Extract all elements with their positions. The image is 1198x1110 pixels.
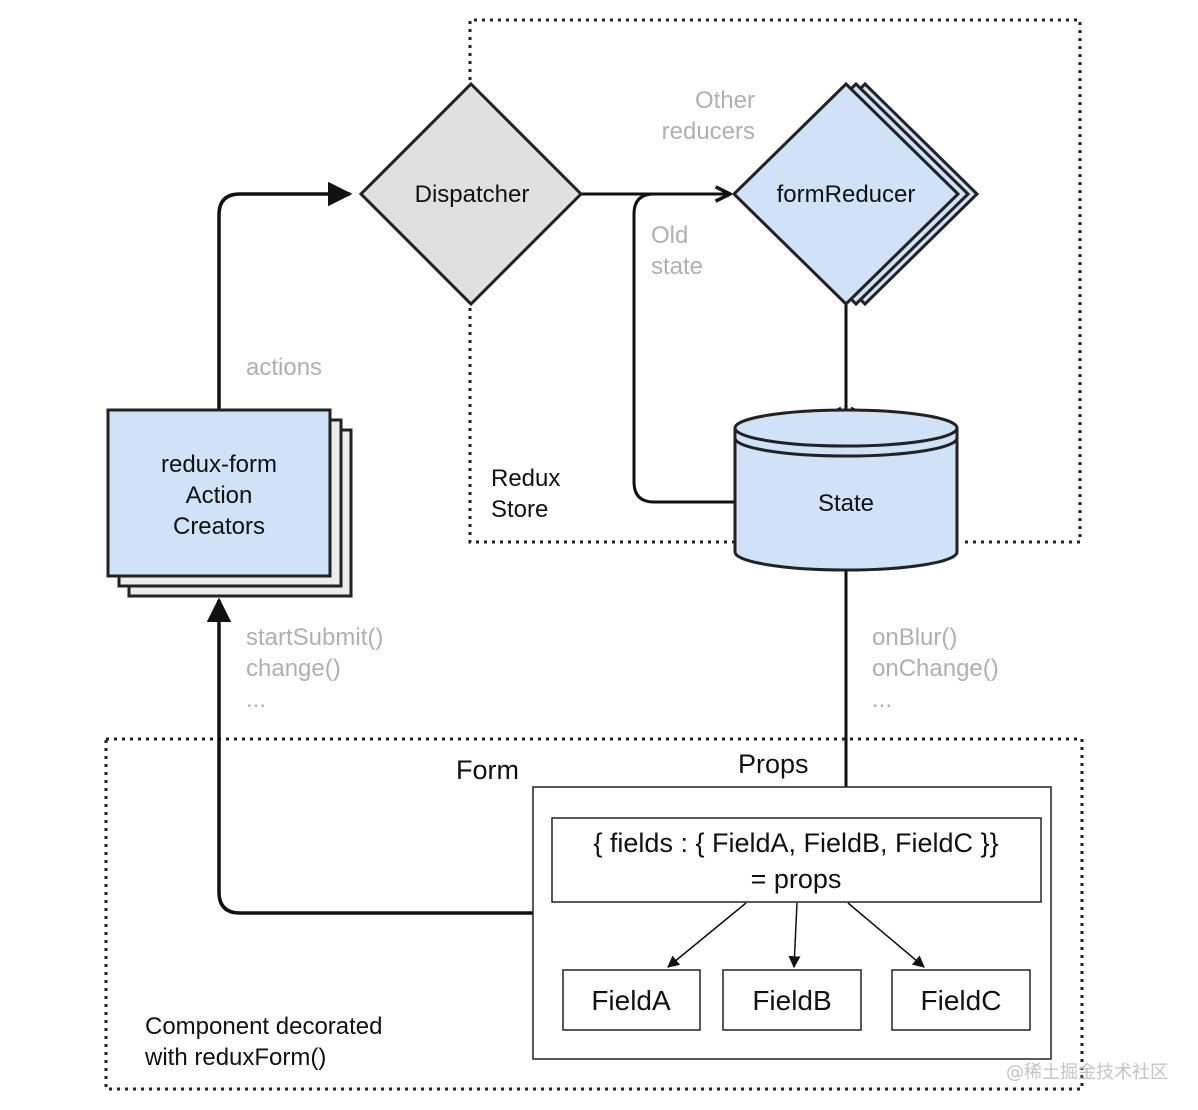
action-creators-node — [106, 408, 332, 578]
action-calls-label-1: startSubmit() — [246, 624, 383, 651]
state-node — [733, 408, 959, 572]
other-reducers-label-1: Other — [695, 87, 755, 114]
field-a-box — [562, 969, 701, 1031]
field-a-arrow — [667, 902, 747, 968]
actions-arrow — [217, 181, 353, 410]
action-creators-label-1: redux-form — [161, 451, 277, 478]
actions-label: actions — [246, 354, 322, 381]
action-creators-label-2: Action — [186, 482, 253, 509]
props-expression-box — [551, 817, 1042, 903]
form-reducer-node — [731, 81, 961, 307]
dispatcher-label: Dispatcher — [415, 181, 530, 208]
action-calls-label-3: ... — [246, 686, 266, 713]
redux-store-label-2: Store — [491, 496, 548, 523]
event-calls-label-2: onChange() — [872, 655, 999, 682]
field-c-arrow — [847, 902, 925, 968]
dispatcher-node — [358, 81, 584, 307]
field-c-box — [891, 969, 1031, 1031]
field-b-arrow — [788, 902, 801, 969]
old-state-label-1: Old — [651, 222, 688, 249]
event-calls-label-3: ... — [872, 686, 892, 713]
component-label-2: with reduxForm() — [144, 1044, 326, 1071]
redux-store-label-1: Redux — [491, 465, 560, 492]
component-label-1: Component decorated — [145, 1013, 383, 1040]
old-state-label-2: state — [651, 253, 703, 280]
form-label: Form — [456, 755, 519, 785]
other-reducers-label-2: reducers — [662, 118, 755, 145]
component-region — [104, 737, 1084, 1091]
action-calls-label-2: change() — [246, 655, 341, 682]
old-state-arrow — [632, 192, 735, 504]
props-label: Props — [738, 749, 809, 779]
action-creators-label-3: Creators — [173, 513, 265, 540]
field-c-label: FieldC — [921, 985, 1002, 1016]
event-calls-label-1: onBlur() — [872, 624, 957, 651]
redux-store-region — [468, 18, 1082, 544]
field-b-label: FieldB — [752, 985, 831, 1016]
props-expression-line-2: = props — [751, 864, 842, 894]
form-reducer-label: formReducer — [777, 181, 916, 208]
field-b-box — [722, 969, 862, 1031]
form-to-actions-arrow — [206, 597, 533, 915]
field-a-label: FieldA — [591, 985, 671, 1016]
state-label: State — [818, 490, 874, 517]
watermark: @稀土掘金技术社区 — [1006, 1062, 1168, 1083]
props-expression-line-1: { fields : { FieldA, FieldB, FieldC }} — [593, 828, 998, 858]
